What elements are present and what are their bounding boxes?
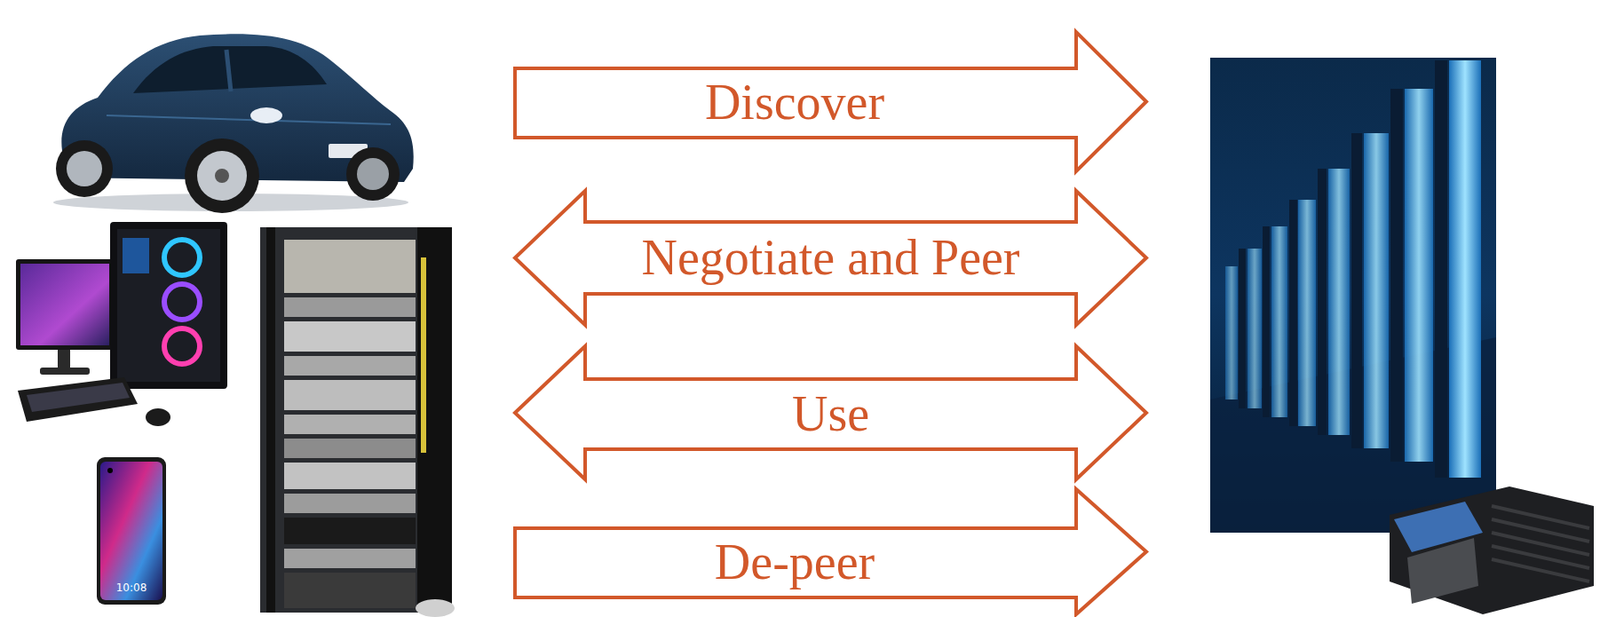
datacenter-illustration-part: [1262, 226, 1270, 418]
double-arrow: Use: [513, 344, 1149, 482]
car-illustration-part: [226, 49, 231, 92]
datacenter-illustration-part: [1404, 88, 1434, 462]
double-arrow: Negotiate and Peer: [513, 189, 1149, 327]
datacenter-illustration-part: [1363, 133, 1389, 449]
server-rack-illustration-part: [284, 548, 416, 569]
car-illustration-part: [66, 150, 103, 187]
datacenter-illustration-part: [1225, 266, 1238, 400]
ecu-illustration-part: [1491, 559, 1590, 582]
desktop-pc-illustration-part: [164, 284, 200, 320]
desktop-pc-illustration: [15, 221, 228, 427]
datacenter-illustration-part: [1238, 248, 1246, 409]
desktop-pc-illustration-part: [117, 229, 221, 382]
car-illustration-part: [55, 140, 113, 198]
desktop-pc-illustration-part: [145, 408, 171, 427]
datacenter-illustration-part: [1317, 168, 1327, 436]
arrow-label: Negotiate and Peer: [641, 230, 1020, 286]
car-illustration-part: [346, 147, 400, 201]
arrow-label-box: De-peer: [518, 531, 1071, 595]
datacenter-illustration-part: [1298, 199, 1316, 427]
arrow-label: De-peer: [714, 535, 875, 591]
ecu-illustration-part: [1407, 538, 1479, 604]
datacenter-illustration-part: [1210, 57, 1497, 533]
arrow-outline: [514, 31, 1147, 172]
ecu-illustration-part: [1491, 546, 1590, 569]
arrow-label: Use: [792, 387, 870, 443]
ecu-illustration-part: [1491, 519, 1590, 542]
smartphone-illustration-part: [96, 457, 167, 605]
smartphone-illustration-part: [100, 461, 163, 601]
datacenter-illustration-part: [1390, 88, 1403, 462]
server-rack-illustration-part: [284, 493, 416, 514]
car-illustration-part: [250, 107, 283, 124]
car-illustration-part: [184, 138, 260, 214]
arrow-label-box: Discover: [518, 71, 1071, 135]
arrow-label-box: Use: [590, 382, 1071, 446]
datacenter-illustration: [1210, 57, 1497, 533]
datacenter-illustration-part: [1271, 226, 1288, 418]
desktop-pc-illustration-part: [57, 349, 71, 370]
arrow-outline: [514, 489, 1147, 615]
server-rack-illustration-part: [284, 297, 416, 317]
right-arrow: Discover: [513, 30, 1149, 174]
car-illustration-part: [356, 158, 389, 191]
arrow-label: Discover: [704, 75, 885, 131]
car-illustration-part: [214, 168, 230, 183]
ecu-illustration-part: [1389, 486, 1594, 615]
server-rack-illustration-part: [417, 227, 452, 613]
server-rack-illustration-part: [415, 599, 455, 617]
desktop-pc-illustration-part: [164, 328, 200, 365]
car-illustration: [53, 33, 414, 214]
arrow-label-box: Negotiate and Peer: [590, 225, 1071, 291]
desktop-pc-illustration-part: [39, 367, 90, 375]
desktop-pc-illustration-part: [122, 237, 150, 274]
datacenter-illustration-part: [1449, 60, 1482, 478]
server-rack-illustration-part: [284, 414, 416, 435]
arrow-outline: [514, 190, 1147, 325]
arrow-outline: [514, 346, 1147, 480]
ecu-illustration-part: [1491, 506, 1590, 529]
car-illustration-part: [133, 46, 327, 94]
server-rack-illustration-part: [284, 356, 416, 376]
datacenter-illustration-part: [1434, 60, 1448, 478]
desktop-pc-illustration-part: [164, 239, 200, 276]
ecu-illustration: [1389, 486, 1594, 615]
car-illustration-part: [197, 150, 247, 201]
ecu-illustration-part: [1491, 532, 1590, 555]
server-rack-illustration-part: [284, 321, 416, 352]
right-arrow: De-peer: [513, 487, 1149, 617]
desktop-pc-illustration-part: [15, 259, 114, 350]
server-rack-illustration-part: [284, 572, 416, 609]
server-rack-illustration: [260, 227, 455, 617]
server-rack-illustration-part: [284, 239, 416, 294]
car-illustration-part: [106, 115, 391, 125]
server-rack-illustration-part: [284, 380, 416, 411]
desktop-pc-illustration-part: [17, 377, 138, 422]
server-rack-illustration-part: [284, 517, 416, 545]
datacenter-illustration-part: [1351, 133, 1363, 449]
datacenter-illustration-part: [1328, 168, 1350, 436]
phone-clock: 10:08: [116, 581, 148, 595]
smartphone-illustration: [96, 457, 167, 605]
desktop-pc-illustration-part: [20, 263, 110, 346]
server-rack-illustration-part: [284, 462, 416, 490]
server-rack-illustration-part: [266, 227, 276, 613]
datacenter-illustration-part: [1289, 199, 1298, 427]
smartphone-illustration-part: [107, 467, 113, 474]
desktop-pc-illustration-part: [110, 221, 228, 389]
server-rack-illustration-part: [284, 438, 416, 459]
datacenter-illustration-part: [1247, 248, 1262, 409]
server-rack-illustration-part: [260, 227, 452, 613]
desktop-pc-illustration-part: [26, 382, 130, 412]
server-rack-illustration-part: [420, 257, 427, 453]
